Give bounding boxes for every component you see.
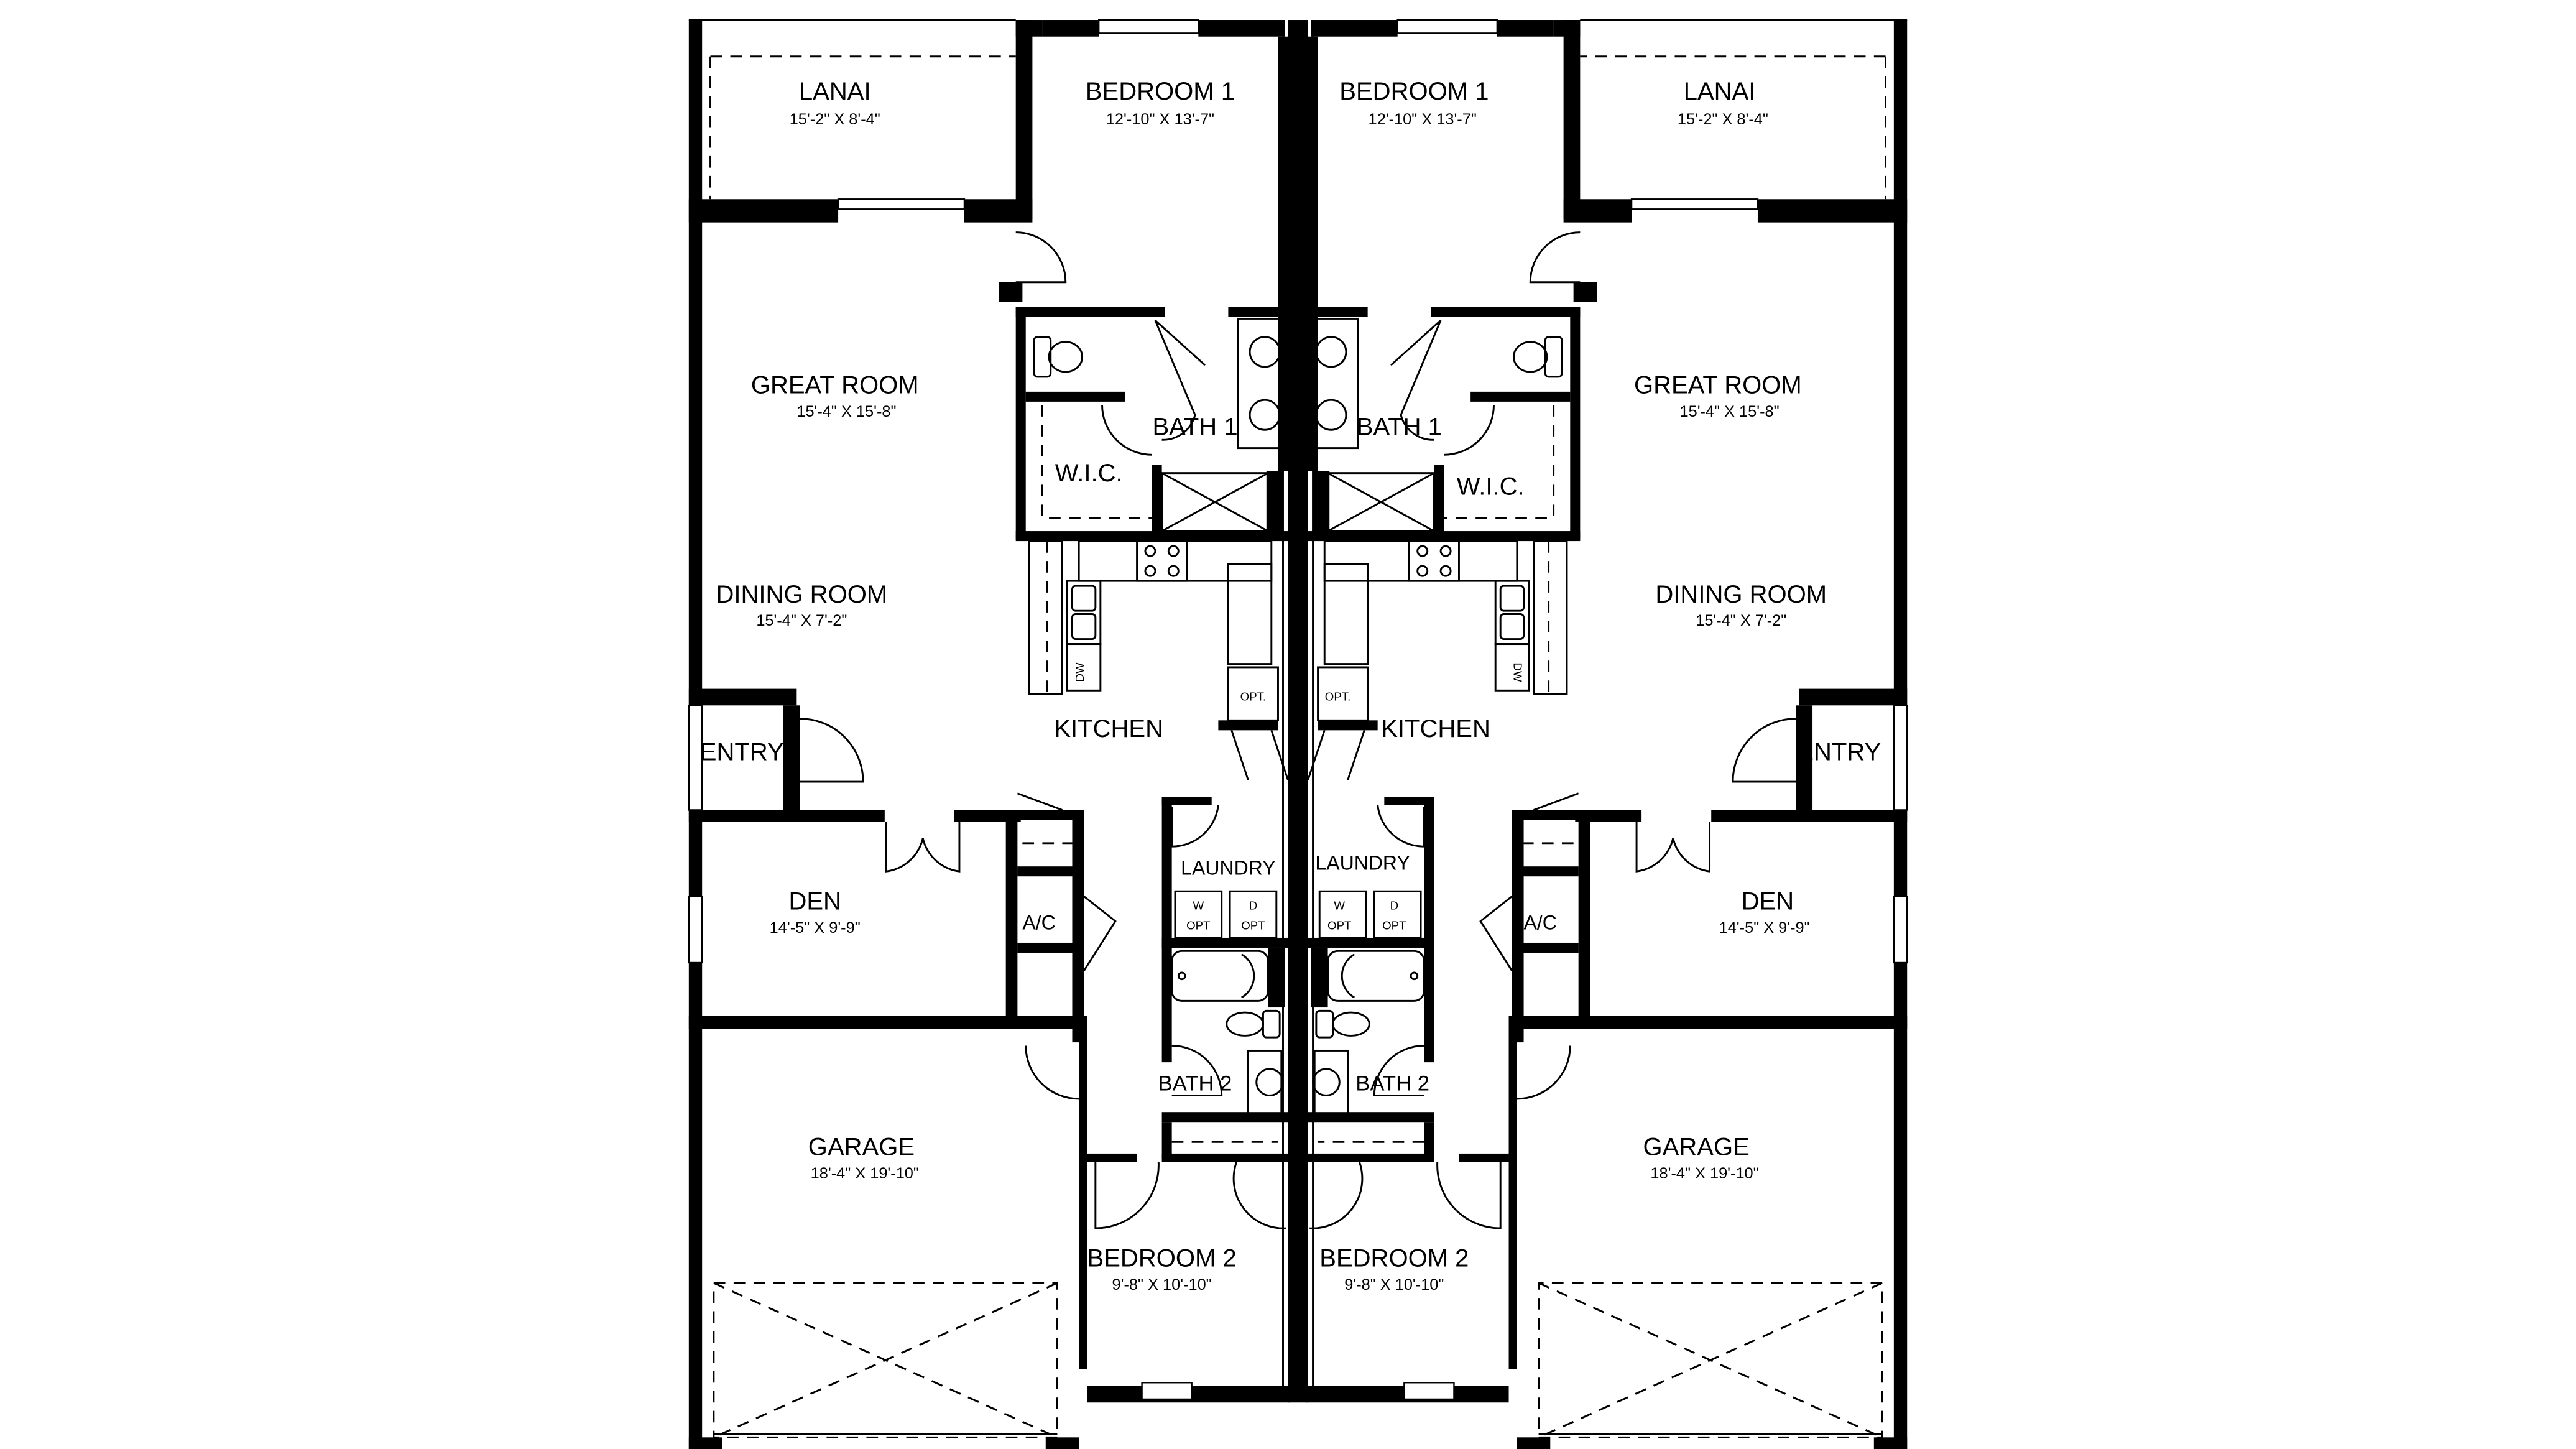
room-name-bedroom1: BEDROOM 1 (1339, 78, 1489, 105)
dryer-opt-label: OPT (1241, 919, 1265, 932)
room-name-wic: W.I.C. (1055, 460, 1123, 487)
room-name-entry: ENTRY (1797, 738, 1881, 766)
room-name-bedroom2: BEDROOM 2 (1087, 1244, 1237, 1272)
room-name-lanai: LANAI (799, 78, 871, 105)
room-name-bath2: BATH 2 (1158, 1072, 1232, 1096)
room-name-bedroom1: BEDROOM 1 (1086, 78, 1235, 105)
room-dims-garage: 18'-4" X 19'-10" (811, 1165, 919, 1182)
dishwasher-label: DW (1512, 662, 1525, 682)
washer-label: W (1334, 899, 1345, 912)
room-dims-dining-room: 15'-4" X 7'-2" (1696, 612, 1786, 629)
room-name-garage: GARAGE (1643, 1134, 1750, 1161)
room-name-ac: A/C (1524, 912, 1557, 934)
room-name-bedroom2: BEDROOM 2 (1319, 1244, 1469, 1272)
labels-right: LANAI 15'-2" X 8'-4" BEDROOM 1 12'-10" X… (1315, 78, 1881, 1294)
party-wall (1288, 20, 1308, 1403)
room-name-bath1: BATH 1 (1152, 413, 1237, 440)
room-name-bath2: BATH 2 (1355, 1072, 1429, 1096)
room-dims-den: 14'-5" X 9'-9" (1719, 919, 1810, 937)
room-name-wic: W.I.C. (1457, 473, 1525, 500)
room-dims-garage: 18'-4" X 19'-10" (1650, 1165, 1758, 1182)
room-name-kitchen: KITCHEN (1381, 715, 1490, 743)
room-name-bath1: BATH 1 (1357, 413, 1442, 440)
room-name-entry: ENTRY (700, 738, 784, 766)
room-name-garage: GARAGE (808, 1134, 915, 1161)
washer-opt-label: OPT (1186, 919, 1210, 932)
dryer-opt-label: OPT (1382, 919, 1406, 932)
room-name-den: DEN (1742, 888, 1794, 915)
room-dims-bedroom2: 9'-8" X 10'-10" (1112, 1276, 1212, 1294)
dryer-label: D (1249, 899, 1257, 912)
room-dims-den: 14'-5" X 9'-9" (770, 919, 861, 937)
dryer-label: D (1390, 899, 1398, 912)
room-name-laundry: LAUNDRY (1315, 852, 1410, 874)
unit-left (688, 19, 1290, 1449)
washer-label: W (1193, 899, 1204, 912)
washer-opt-label: OPT (1327, 919, 1351, 932)
dishwasher-label: DW (1073, 662, 1086, 682)
fridge-opt-label: OPT. (1240, 690, 1267, 703)
room-dims-bedroom1: 12'-10" X 13'-7" (1369, 111, 1477, 128)
room-dims-lanai: 15'-2" X 8'-4" (790, 111, 880, 128)
room-dims-great-room: 15'-4" X 15'-8" (1680, 403, 1780, 420)
labels-left: LANAI 15'-2" X 8'-4" BEDROOM 1 12'-10" X… (700, 78, 1276, 1294)
room-name-den: DEN (788, 888, 841, 915)
room-name-kitchen: KITCHEN (1054, 715, 1163, 743)
room-name-great-room: GREAT ROOM (751, 372, 919, 399)
room-dims-bedroom2: 9'-8" X 10'-10" (1344, 1276, 1444, 1294)
room-dims-great-room: 15'-4" X 15'-8" (796, 403, 896, 420)
room-dims-lanai: 15'-2" X 8'-4" (1678, 111, 1768, 128)
fridge-opt-label: OPT. (1325, 690, 1351, 703)
room-name-lanai: LANAI (1684, 78, 1756, 105)
room-name-dining-room: DINING ROOM (1655, 581, 1827, 608)
room-name-dining-room: DINING ROOM (716, 581, 888, 608)
room-name-great-room: GREAT ROOM (1634, 372, 1802, 399)
room-name-laundry: LAUNDRY (1181, 857, 1275, 879)
room-dims-bedroom1: 12'-10" X 13'-7" (1106, 111, 1214, 128)
room-dims-dining-room: 15'-4" X 7'-2" (756, 612, 847, 629)
room-name-ac: A/C (1022, 912, 1055, 934)
